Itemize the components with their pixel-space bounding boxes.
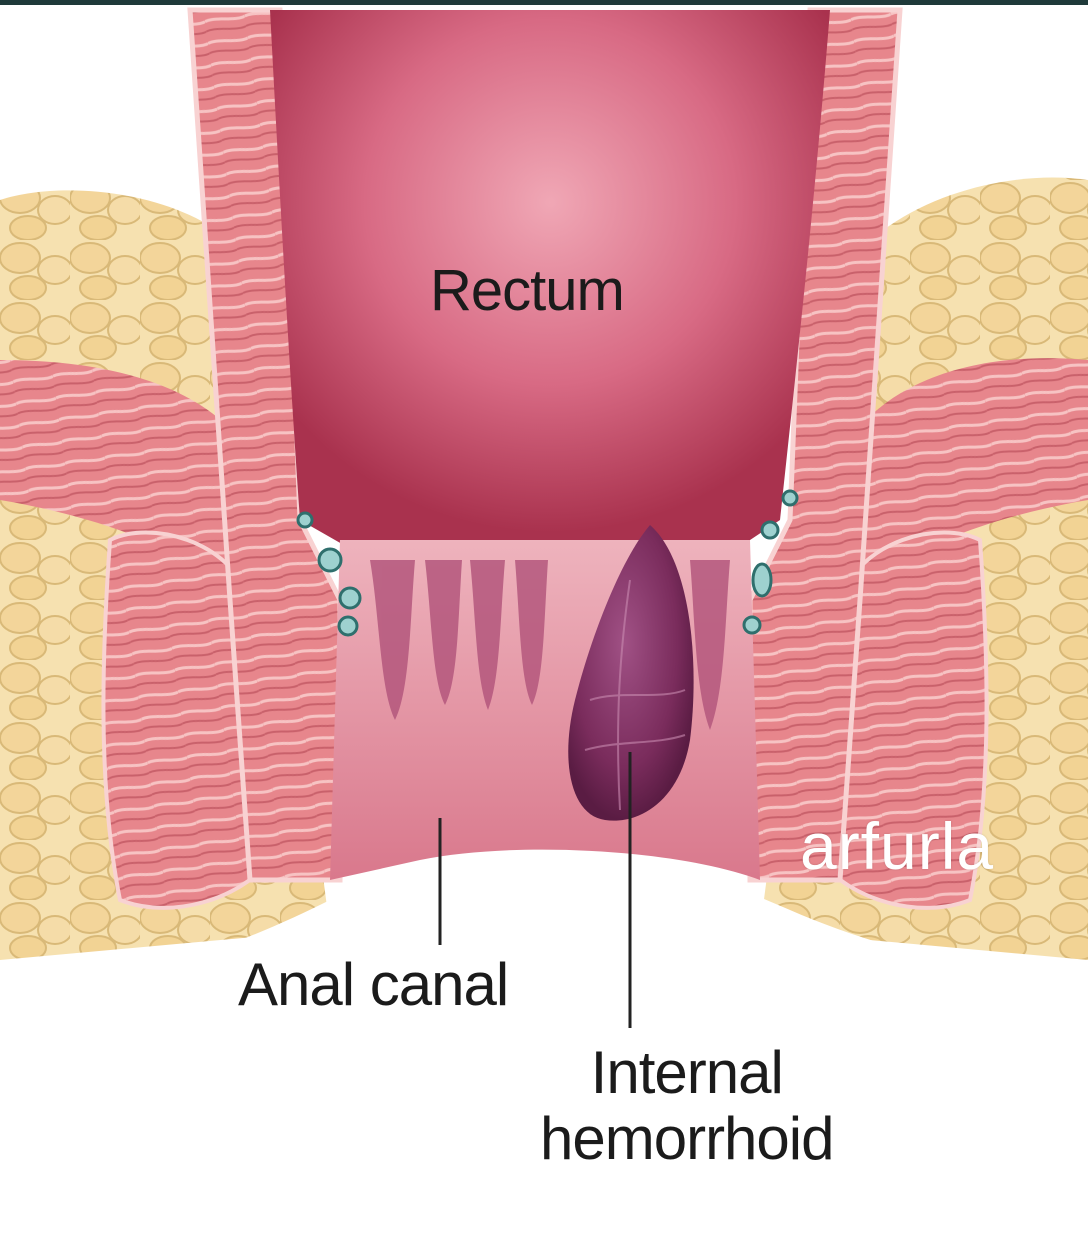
label-anal-canal: Anal canal xyxy=(238,955,508,1015)
top-bar xyxy=(0,0,1088,5)
label-rectum: Rectum xyxy=(430,262,624,320)
watermark: arfurla xyxy=(800,808,994,884)
label-internal-hemorrhoid-line1: Internal xyxy=(540,1040,834,1106)
label-internal-hemorrhoid: Internal hemorrhoid xyxy=(540,1040,834,1172)
label-internal-hemorrhoid-line2: hemorrhoid xyxy=(540,1106,834,1172)
